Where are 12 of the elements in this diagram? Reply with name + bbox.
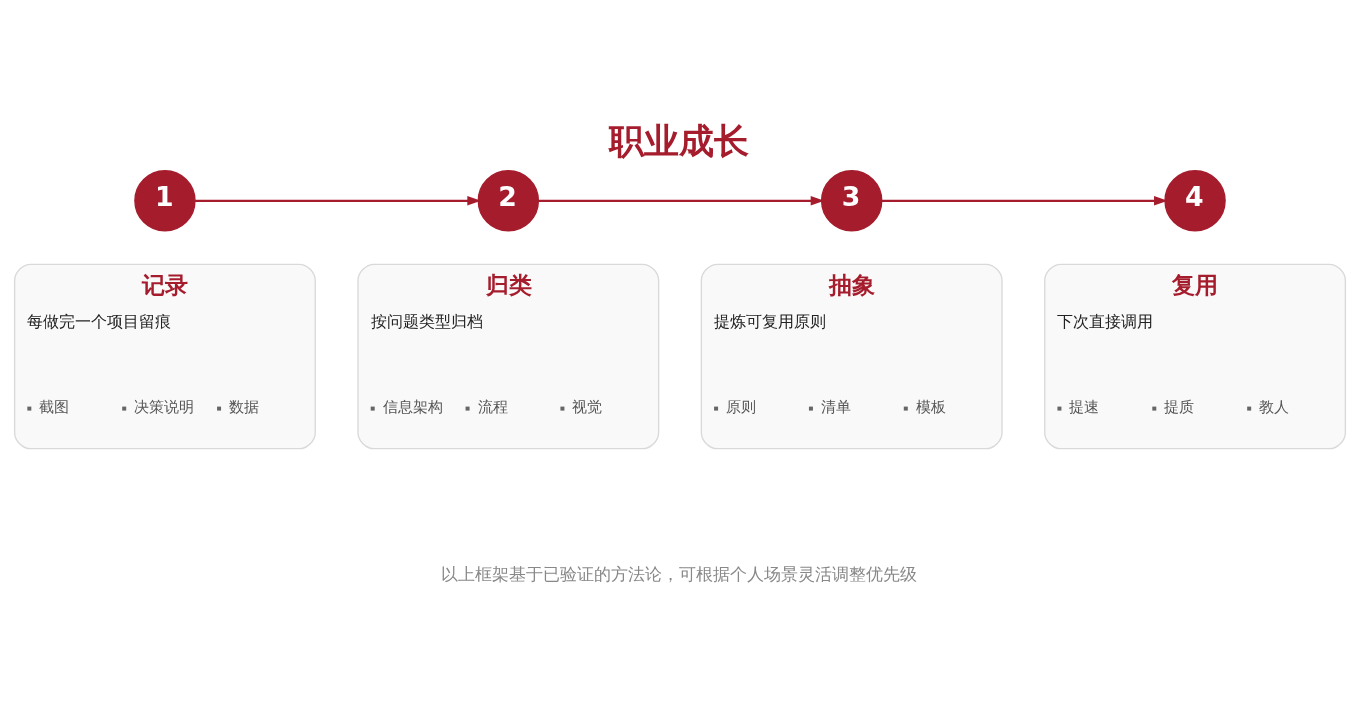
node-box: 记录 每做完一个项目留痕 截图 决策说明 数据 [13, 263, 316, 449]
node-circle: 3 [820, 169, 883, 232]
node-box: 抽象 提炼可复用原则 原则 清单 模板 [700, 263, 1003, 449]
node-circle: 1 [134, 169, 196, 232]
node-circle: 4 [1164, 169, 1226, 232]
arrow [195, 195, 481, 206]
node-box: 复用 下次直接调用 提速 提质 教人 [1044, 263, 1347, 449]
node-box: 归类 按问题类型归档 信息架构 流程 视觉 [357, 263, 660, 449]
node-circle: 2 [477, 169, 540, 232]
arrow [881, 195, 1168, 206]
caption: 以上框架基于已验证的方法论，可根据个人场景灵活调整优先级 [441, 563, 918, 584]
diagram-title: 职业成长 [609, 120, 750, 161]
